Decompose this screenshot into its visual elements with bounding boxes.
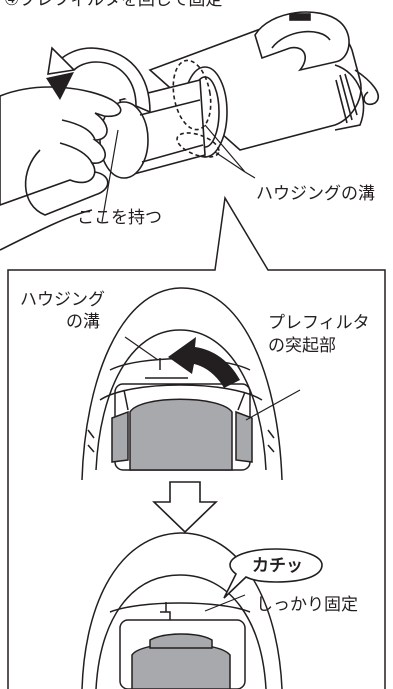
firmly-fixed-label: しっかり固定 (256, 595, 358, 615)
curved-arrow-icon (46, 46, 151, 113)
detail-before (81, 287, 301, 481)
housing-groove-detail-label-1: ハウジング (20, 290, 105, 310)
click-bubble (223, 548, 323, 599)
click-sound-label: カチッ (252, 556, 303, 576)
housing-groove-detail-label-2: の溝 (66, 312, 100, 332)
prefilter-protrusion-label-1: プレフィルタ (268, 313, 370, 333)
prefilter-protrusion-label-2: の突起部 (268, 336, 336, 356)
down-arrow-icon (152, 481, 218, 534)
detail-frame (7, 195, 386, 689)
housing-groove-label: ハウジングの溝 (256, 184, 375, 204)
detail-after (81, 532, 283, 689)
hand (0, 86, 122, 251)
step-caption: ④プレフィルタを回して固定 (4, 0, 223, 10)
hold-here-label: ここを持つ (77, 208, 162, 228)
curved-arrow-icon-detail (168, 337, 240, 388)
